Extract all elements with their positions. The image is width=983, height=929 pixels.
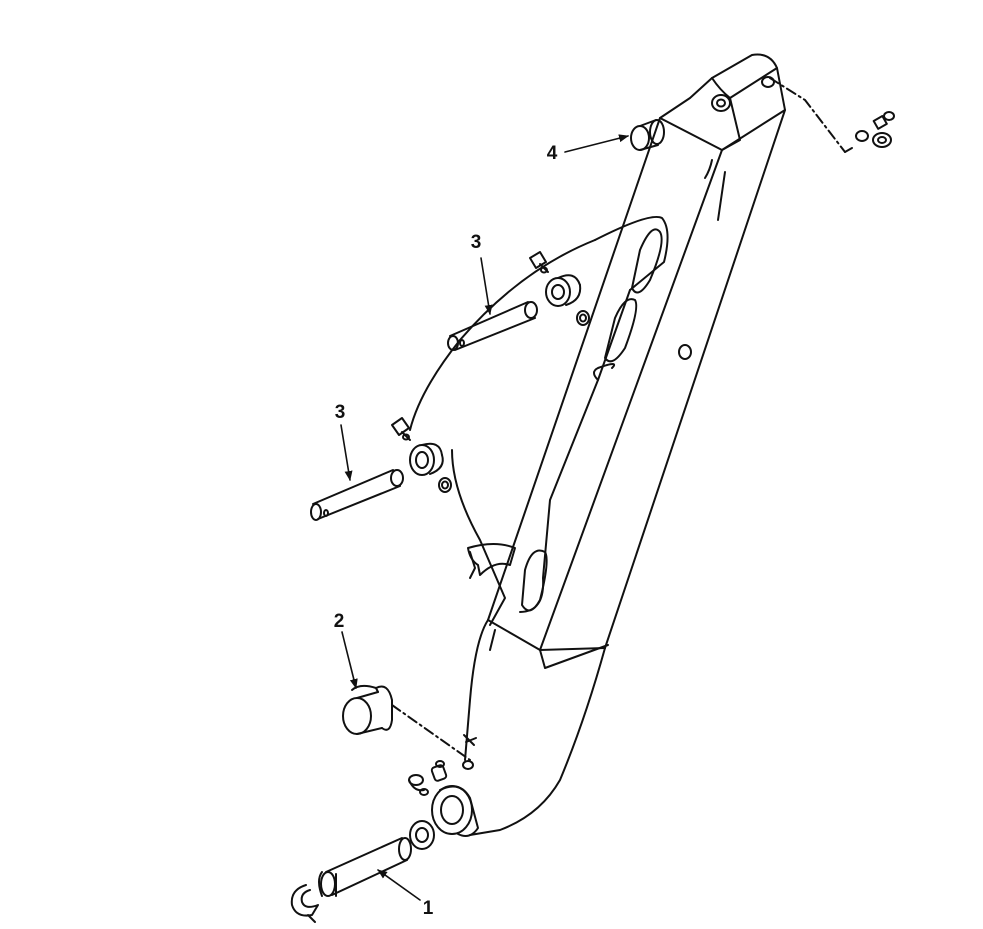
pin-part-1 (290, 820, 435, 923)
leader-arrows (340, 134, 629, 901)
callout-4: 4 (547, 143, 558, 164)
callout-3-lower: 3 (335, 402, 346, 423)
callout-2: 2 (334, 611, 345, 632)
callout-1: 1 (423, 898, 434, 919)
bracket-outline (409, 239, 596, 626)
grease-fitting-top (769, 77, 895, 153)
arrow-3-upper (480, 257, 493, 315)
callout-3-upper: 3 (471, 232, 482, 253)
grease-fitting-lower (408, 760, 448, 796)
arrow-4 (564, 134, 629, 153)
bushing-part-4 (630, 119, 665, 151)
pin-lower-assembly (310, 417, 452, 521)
arrow-2 (341, 631, 358, 689)
boom-arm (431, 53, 786, 837)
pin-upper-assembly (447, 251, 590, 351)
arrow-3-lower (340, 424, 353, 481)
bushing-part-2 (342, 684, 471, 761)
arrow-1 (377, 869, 421, 901)
